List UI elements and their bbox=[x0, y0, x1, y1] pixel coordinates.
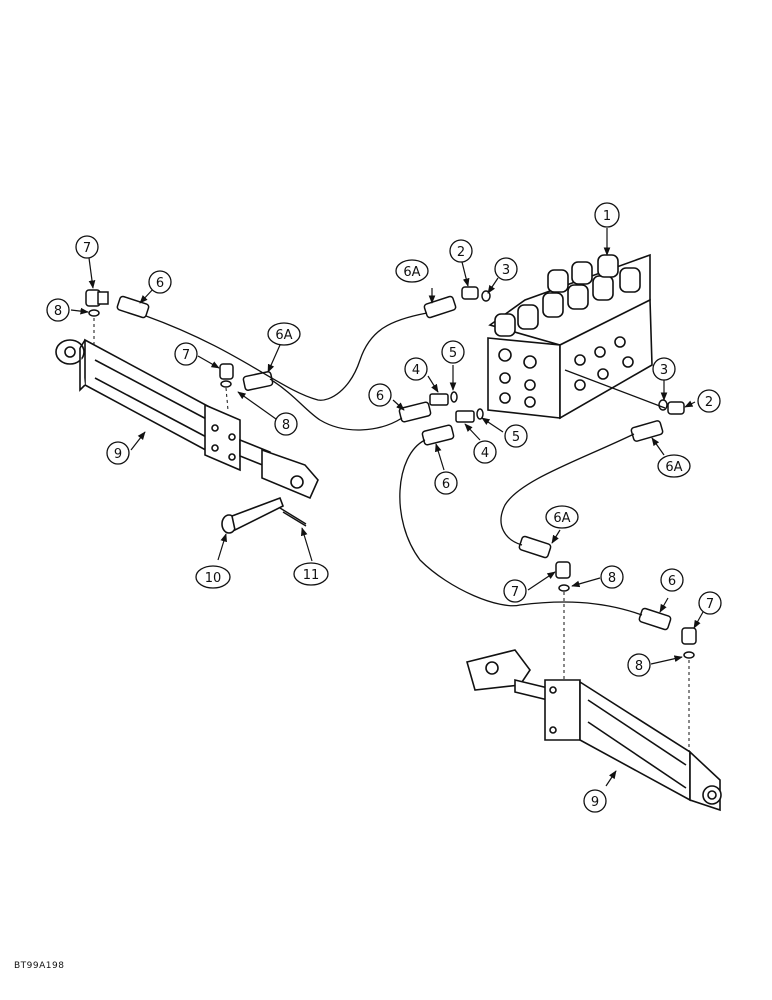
svg-text:5: 5 bbox=[449, 346, 457, 361]
hose-end-6Ab bbox=[423, 295, 457, 319]
svg-text:9: 9 bbox=[591, 795, 599, 810]
svg-text:8: 8 bbox=[54, 304, 62, 319]
callout-9-left: 9 bbox=[106, 441, 130, 465]
svg-text:6A: 6A bbox=[553, 511, 570, 526]
callout-8-far-right: 8 bbox=[627, 653, 651, 677]
callout-6A-lower: 6A bbox=[545, 505, 579, 529]
callout-9-right: 9 bbox=[583, 789, 607, 813]
figure-reference-code: BT99A198 bbox=[14, 961, 65, 971]
elbow-fitting-7b bbox=[219, 363, 234, 388]
hose-end-6b bbox=[398, 401, 432, 423]
svg-text:10: 10 bbox=[205, 571, 222, 586]
callout-6-lower: 6 bbox=[434, 471, 458, 495]
callout-6A-right: 6A bbox=[657, 454, 691, 478]
callout-7-mid-left: 7 bbox=[174, 342, 198, 366]
svg-text:4: 4 bbox=[412, 363, 420, 378]
svg-text:6A: 6A bbox=[275, 328, 292, 343]
hose-end-6d bbox=[638, 607, 672, 631]
svg-text:6A: 6A bbox=[403, 265, 420, 280]
svg-text:6: 6 bbox=[668, 574, 676, 589]
callout-2-top: 2 bbox=[449, 239, 473, 263]
svg-text:9: 9 bbox=[114, 447, 122, 462]
dashed-guide-lines bbox=[93, 318, 690, 752]
adapter-fitting-4a bbox=[429, 391, 458, 406]
callout-3-top: 3 bbox=[494, 257, 518, 281]
callout-6-top-left: 6 bbox=[148, 270, 172, 294]
svg-text:4: 4 bbox=[481, 446, 489, 461]
callout-6-middle: 6 bbox=[368, 383, 392, 407]
callout-4-lower: 4 bbox=[473, 440, 497, 464]
svg-text:5: 5 bbox=[512, 430, 520, 445]
hydraulic-cylinder-left bbox=[55, 338, 319, 500]
callout-10: 10 bbox=[195, 565, 231, 589]
callout-7-far-right: 7 bbox=[698, 591, 722, 615]
svg-text:6A: 6A bbox=[665, 460, 682, 475]
svg-text:2: 2 bbox=[457, 245, 465, 260]
callout-7-top-left: 7 bbox=[75, 235, 99, 259]
hydraulic-hoses bbox=[145, 312, 666, 616]
svg-text:6: 6 bbox=[376, 389, 384, 404]
hose-end-6Aa bbox=[242, 371, 274, 391]
svg-text:7: 7 bbox=[83, 241, 91, 256]
leader-lines bbox=[70, 228, 704, 787]
callout-8-lower: 8 bbox=[600, 565, 624, 589]
callout-5-lower: 5 bbox=[504, 424, 528, 448]
elbow-fitting-7c bbox=[555, 561, 571, 592]
callout-8-mid-left: 8 bbox=[274, 412, 298, 436]
svg-text:7: 7 bbox=[182, 348, 190, 363]
callout-5-upper: 5 bbox=[441, 340, 465, 364]
callout-11: 11 bbox=[293, 562, 329, 586]
svg-text:8: 8 bbox=[282, 418, 290, 433]
hose-end-6c bbox=[421, 424, 455, 446]
svg-text:8: 8 bbox=[635, 659, 643, 674]
elbow-fitting-7d bbox=[681, 627, 697, 659]
svg-text:3: 3 bbox=[502, 263, 510, 278]
callout-8-top-left: 8 bbox=[46, 298, 70, 322]
elbow-fitting-2a bbox=[461, 286, 491, 302]
callout-6A-left: 6A bbox=[267, 322, 301, 346]
callout-4-upper: 4 bbox=[404, 357, 428, 381]
hose-end-6a bbox=[116, 295, 150, 319]
callout-1: 1 bbox=[594, 202, 620, 228]
hose-end-6Ad bbox=[518, 535, 552, 559]
svg-text:6: 6 bbox=[442, 477, 450, 492]
svg-text:1: 1 bbox=[603, 209, 611, 224]
clevis-pin bbox=[221, 496, 285, 534]
svg-text:11: 11 bbox=[303, 568, 320, 583]
hydraulic-cylinder-right bbox=[466, 649, 722, 812]
hose-end-6Ac bbox=[630, 420, 664, 442]
control-valve-block bbox=[487, 253, 653, 420]
callout-6A-top: 6A bbox=[395, 259, 429, 283]
callout-6-lower-right: 6 bbox=[660, 568, 684, 592]
svg-text:6: 6 bbox=[156, 276, 164, 291]
svg-text:7: 7 bbox=[706, 597, 714, 612]
adapter-fitting-4b bbox=[455, 408, 484, 423]
callout-2-right: 2 bbox=[697, 389, 721, 413]
callout-3-right: 3 bbox=[652, 357, 676, 381]
svg-text:2: 2 bbox=[705, 395, 713, 410]
elbow-fitting-7a bbox=[85, 289, 109, 317]
svg-text:7: 7 bbox=[511, 585, 519, 600]
svg-text:8: 8 bbox=[608, 571, 616, 586]
cotter-pin bbox=[279, 507, 307, 527]
callout-7-lower: 7 bbox=[503, 579, 527, 603]
svg-text:3: 3 bbox=[660, 363, 668, 378]
